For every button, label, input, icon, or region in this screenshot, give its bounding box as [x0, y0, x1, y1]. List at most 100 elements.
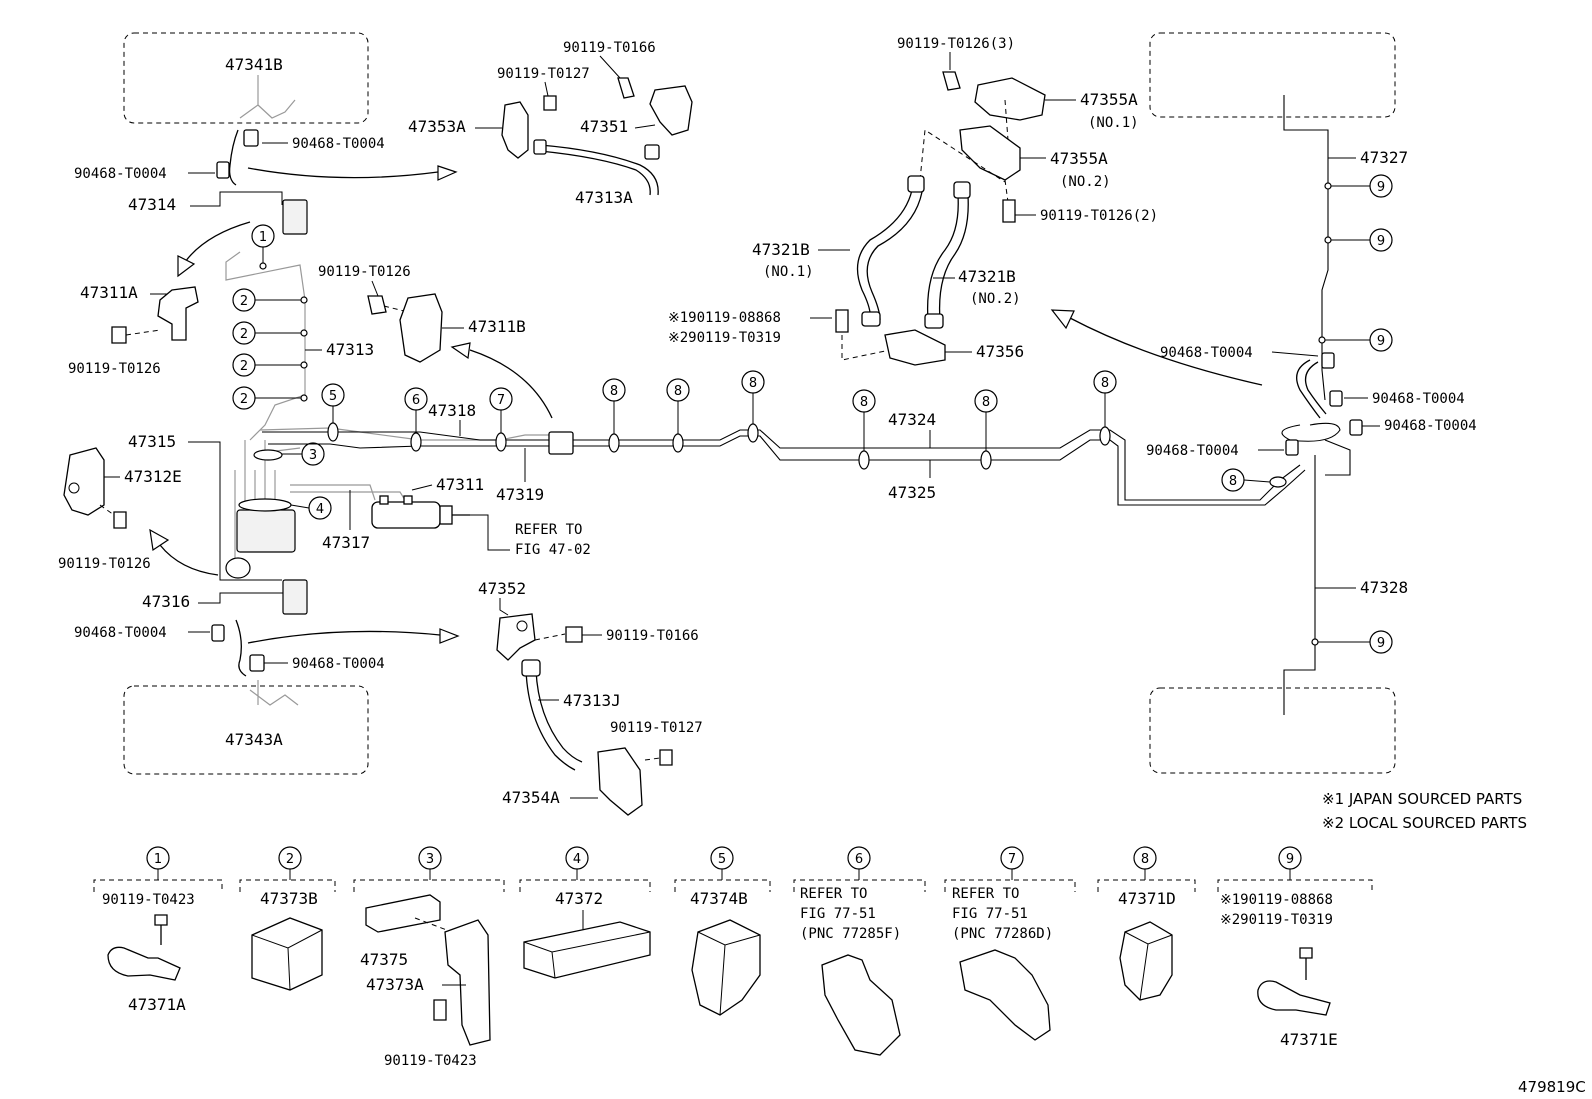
svg-text:8: 8	[1101, 376, 1109, 391]
legend-group-9: 9 ※190119-08868 ※290119-T0319 47371E	[1217, 846, 1373, 1049]
callout-6: 6	[404, 387, 428, 452]
label-47356: 47356	[976, 342, 1024, 361]
label-90119-T0126-a: 90119-T0126	[68, 361, 161, 377]
svg-text:5: 5	[329, 389, 337, 404]
hose-47321B-no2	[926, 195, 959, 321]
hose-rl	[235, 619, 247, 677]
svg-text:4: 4	[573, 852, 581, 867]
label-47313A: 47313A	[575, 188, 633, 207]
label-47351: 47351	[580, 117, 628, 136]
callout-3-left: 3	[282, 442, 325, 466]
rear-left-wheel-box	[123, 685, 369, 775]
clip-fl-2	[216, 161, 230, 179]
svg-text:9: 9	[1377, 636, 1385, 651]
tube-47313	[225, 251, 306, 441]
bracket-47353A	[501, 101, 529, 159]
label-90119-T0166-b: 90119-T0166	[606, 628, 699, 644]
label-90468-g: 90468-T0004	[1384, 418, 1477, 434]
svg-text:2: 2	[240, 294, 248, 309]
svg-text:47373A: 47373A	[366, 975, 424, 994]
bracket-47311A	[157, 286, 199, 341]
bracket-47351	[649, 85, 693, 136]
svg-text:6: 6	[412, 393, 420, 408]
label-47353A: 47353A	[408, 117, 466, 136]
bolt-90119-T0126-c	[367, 295, 387, 315]
bracket-47356	[884, 329, 946, 366]
label-47325: 47325	[888, 483, 936, 502]
svg-text:9: 9	[1377, 180, 1385, 195]
label-90119-T0126-b: 90119-T0126	[58, 556, 151, 572]
svg-text:8: 8	[982, 395, 990, 410]
callout-8-b: 8	[666, 378, 690, 453]
arrow-47321B	[1069, 317, 1263, 386]
hose-fl	[228, 129, 239, 186]
arrowhead-fl-right	[437, 165, 458, 181]
label-no1-b: (NO.1)	[763, 264, 814, 280]
clip-rr-a	[1321, 352, 1335, 369]
svg-text:47371A: 47371A	[128, 995, 186, 1014]
bolt-47312E	[113, 511, 127, 529]
callout-1-left-num: 1	[259, 230, 267, 245]
bolt-47356	[835, 309, 849, 333]
front-left-wheel-box	[123, 32, 369, 124]
label-47316: 47316	[142, 592, 190, 611]
label-47313J: 47313J	[563, 691, 621, 710]
legend-group-8: 8 47371D	[1097, 846, 1196, 1001]
clamp-3-oval	[253, 449, 283, 461]
label-no2-a: (NO.2)	[1060, 174, 1111, 190]
bolt-90119-T0127-b	[659, 749, 673, 766]
clip-rr-c	[1349, 419, 1363, 436]
label-90119-T0126-3: 90119-T0126(3)	[897, 36, 1015, 52]
callout-4-left: 4	[290, 496, 332, 520]
hose-rear-right	[1296, 359, 1321, 419]
bracket-47312E	[63, 447, 105, 516]
label-90119-T0319-a: ※290119-T0319	[668, 330, 781, 346]
abs-actuator	[236, 509, 296, 553]
label-no2-b: (NO.2)	[970, 291, 1021, 307]
label-47354A: 47354A	[502, 788, 560, 807]
clamp-block-47319	[548, 431, 574, 455]
label-90119-08868-a: ※190119-08868	[668, 310, 781, 326]
clamp-4-oval	[238, 498, 292, 512]
svg-text:(PNC 77286D): (PNC 77286D)	[952, 926, 1053, 942]
label-47313: 47313	[326, 340, 374, 359]
clip-rl-1	[211, 624, 225, 642]
label-47321B-1: 47321B	[752, 240, 810, 259]
bolt-90119-T0126-3	[942, 71, 961, 91]
callout-9-d: 9	[1311, 630, 1393, 654]
label-47312E: 47312E	[124, 467, 182, 486]
connector-47314	[282, 199, 308, 235]
svg-text:FIG 77-51: FIG 77-51	[952, 906, 1028, 922]
svg-text:8: 8	[1141, 852, 1149, 867]
callout-9-c: 9	[1318, 328, 1393, 352]
arrowhead-47311A	[177, 255, 196, 278]
svg-text:8: 8	[1229, 474, 1237, 489]
svg-text:47372: 47372	[555, 889, 603, 908]
svg-text:9: 9	[1377, 334, 1385, 349]
svg-text:5: 5	[718, 852, 726, 867]
label-90468-f: 90468-T0004	[1372, 391, 1465, 407]
svg-text:9: 9	[1286, 852, 1294, 867]
svg-text:FIG 77-51: FIG 77-51	[800, 906, 876, 922]
svg-text:7: 7	[497, 393, 505, 408]
svg-text:47371E: 47371E	[1280, 1030, 1338, 1049]
arrow-rl-right	[247, 630, 441, 644]
rear-right-wheel-box	[1149, 687, 1396, 774]
svg-text:8: 8	[860, 395, 868, 410]
svg-text:8: 8	[610, 384, 618, 399]
svg-text:8: 8	[674, 384, 682, 399]
label-90119-T0126-c: 90119-T0126	[318, 264, 411, 280]
label-90119-T0126-2: 90119-T0126(2)	[1040, 208, 1158, 224]
label-47355A-2: 47355A	[1050, 149, 1108, 168]
callout-8-e: 8	[974, 389, 998, 470]
callout-2-a: 2	[232, 288, 308, 312]
svg-text:1: 1	[154, 852, 162, 867]
hose-47313J	[525, 669, 576, 771]
tube-47317	[290, 484, 406, 501]
label-47324: 47324	[888, 410, 936, 429]
wheel-line-fl	[239, 75, 296, 119]
svg-text:2: 2	[286, 852, 294, 867]
svg-text:90119-T0423: 90119-T0423	[102, 892, 195, 908]
arrow-left-47311A	[184, 221, 251, 263]
note-japan-sourced: ※1 JAPAN SOURCED PARTS	[1322, 790, 1522, 808]
